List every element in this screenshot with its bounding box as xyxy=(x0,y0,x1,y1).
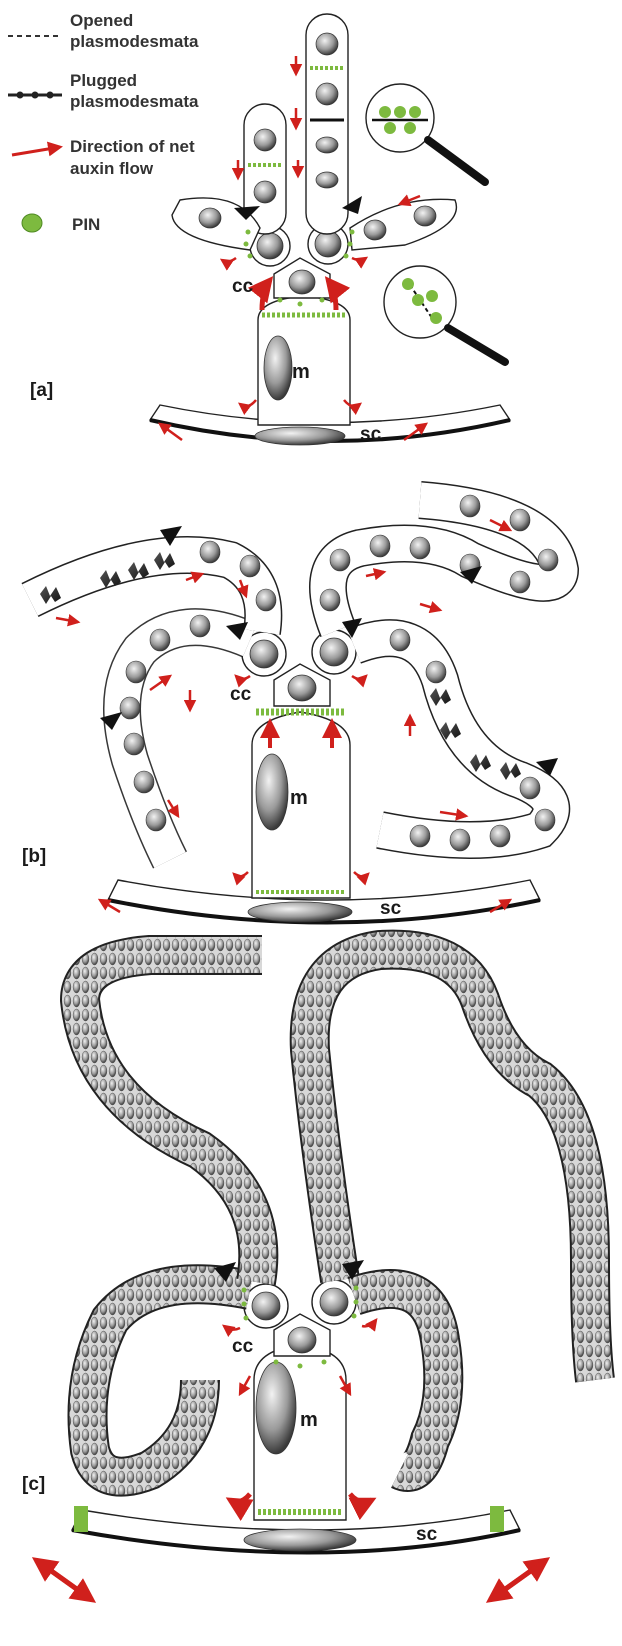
cc-label-b: cc xyxy=(230,684,252,705)
m-label-c: m xyxy=(300,1409,318,1431)
pin-swatch xyxy=(22,214,42,232)
legend-plugged-line2: plasmodesmata xyxy=(70,92,199,111)
m-nucleus-a xyxy=(264,336,292,400)
suspensor-nucleus-a xyxy=(255,427,345,445)
suspensor-nucleus-c xyxy=(244,1529,356,1551)
magnifier-icon xyxy=(384,266,505,362)
sc-label-c: sc xyxy=(416,1524,438,1545)
legend-pin-label: PIN xyxy=(72,215,100,234)
panel-c: [c] cc m sc xyxy=(22,950,595,1600)
legend-opened-label: Opened plasmodesmata xyxy=(70,11,199,51)
panel-id-a: [a] xyxy=(30,380,53,401)
legend: Opened plasmodesmata Plugged plasmodesma… xyxy=(8,11,199,234)
cc-label-a: cc xyxy=(232,276,254,297)
m-nucleus-c xyxy=(256,1362,296,1454)
plugged-plasmodesmata-swatch xyxy=(8,92,62,99)
m-label-b: m xyxy=(290,787,308,809)
panel-id-b: [b] xyxy=(22,846,46,867)
panel-id-c: [c] xyxy=(22,1474,45,1495)
legend-auxin-label: Direction of net auxin flow xyxy=(70,137,199,178)
suspensor-nucleus-b xyxy=(248,902,352,922)
m-label-a: m xyxy=(292,361,310,383)
panel-b: [b] cc m sc xyxy=(22,495,560,923)
legend-opened-line2: plasmodesmata xyxy=(70,32,199,51)
cc-label-c: cc xyxy=(232,1336,254,1357)
auxin-flow-swatch xyxy=(12,147,60,155)
legend-opened-line1: Opened xyxy=(70,11,133,30)
sc-label-b: sc xyxy=(380,898,402,919)
magnifier-icon xyxy=(366,84,485,182)
m-nucleus-b xyxy=(256,754,288,830)
legend-plugged-label: Plugged plasmodesmata xyxy=(70,71,199,111)
legend-plugged-line1: Plugged xyxy=(70,71,137,90)
legend-auxin-line2: auxin flow xyxy=(70,159,154,178)
legend-auxin-line1: Direction of net xyxy=(70,137,195,156)
sc-label-a: sc xyxy=(360,424,382,445)
